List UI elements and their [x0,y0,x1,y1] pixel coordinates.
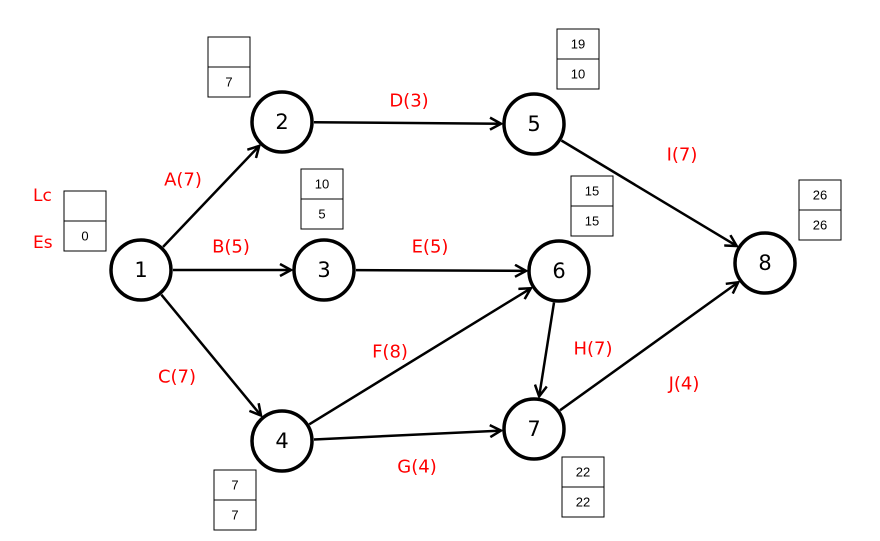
time-box-4-es-value: 7 [231,508,238,523]
node-3-circle [292,238,356,302]
edges-layer [160,122,738,441]
time-box-1-es-value: 0 [81,229,88,244]
time-box-4-lc-cell [213,469,257,501]
node-7-circle [502,397,566,461]
time-box-8-lc-cell [798,179,842,211]
time-box-3-lc-value: 10 [315,177,329,192]
edge-2-5-arrow [313,122,501,123]
time-box-8-es-cell [798,209,842,241]
time-box-3: 10 5 [300,168,344,230]
time-box-6-lc-value: 15 [585,184,599,199]
node-1: 1 [109,238,173,302]
node-3-label: 3 [317,258,330,282]
edge-label-1-2: A(7) [164,170,202,191]
nodes-layer: 1 2 3 4 5 6 7 8 [109,90,797,473]
time-box-2-es-cell [207,66,251,98]
node-4-circle [250,409,314,473]
time-box-8-es-value: 26 [813,218,827,233]
time-box-4-lc-value: 7 [231,478,238,493]
node-4: 4 [250,409,314,473]
edge-label-7-8: J(4) [668,374,700,395]
time-box-7: 22 22 [561,456,605,518]
time-box-2-es-value: 7 [225,75,232,90]
time-box-2: 7 [207,36,251,98]
node-4-label: 4 [275,429,288,453]
edge-4-6-arrow [308,288,531,426]
node-5-label: 5 [527,112,540,136]
time-box-7-es-value: 22 [576,495,590,510]
edge-3-6-arrow [355,270,526,271]
node-3: 3 [292,238,356,302]
edge-label-4-6: F(8) [372,342,408,363]
edge-label-2-5: D(3) [389,91,428,112]
time-box-4-es-cell [213,499,257,531]
legend: Lc Es [33,186,53,253]
time-box-7-es-cell [561,486,605,518]
node-1-circle [109,238,173,302]
time-box-3-es-value: 5 [318,207,325,222]
time-box-7-lc-value: 22 [576,465,590,480]
time-box-5-lc-cell [556,28,600,60]
time-box-1-lc-cell [63,190,107,222]
node-7-label: 7 [527,417,540,441]
node-6: 6 [527,239,591,303]
node-2-label: 2 [275,110,288,134]
edge-labels-layer: A(7) B(5) C(7) D(3) E(5) F(8) G(4) H(7) I(7) J(4) [158,91,699,478]
time-box-3-lc-cell [300,168,344,200]
edge-label-5-8: I(7) [667,145,698,166]
time-box-8-lc-value: 26 [813,188,827,203]
legend-es-label: Es [33,233,53,253]
time-box-7-lc-cell [561,456,605,488]
edge-1-2-arrow [162,146,259,248]
time-box-6-es-value: 15 [585,214,599,229]
node-2-circle [250,90,314,154]
node-2: 2 [250,90,314,154]
time-box-5-es-value: 10 [571,67,585,82]
node-8: 8 [733,231,797,295]
node-7: 7 [502,397,566,461]
time-box-2-lc-cell [207,36,251,68]
edge-label-1-4: C(7) [158,367,196,388]
time-box-8: 26 26 [798,179,842,241]
time-box-3-es-cell [300,198,344,230]
time-box-5-lc-value: 19 [571,37,585,52]
edge-label-4-7: G(4) [397,457,436,478]
node-1-label: 1 [134,258,147,282]
node-8-circle [733,231,797,295]
edge-6-7-arrow [539,302,556,397]
edge-label-1-3: B(5) [212,237,250,258]
edge-7-8-arrow [559,282,738,412]
edge-1-4-arrow [160,293,261,416]
node-8-label: 8 [758,251,771,275]
node-6-label: 6 [552,259,565,283]
time-box-1: 0 [63,190,107,252]
time-box-1-es-cell [63,220,107,252]
time-box-4: 77 [213,469,257,531]
time-box-6-es-cell [570,205,614,237]
node-5: 5 [502,92,566,156]
time-box-5-es-cell [556,58,600,90]
edge-label-3-6: E(5) [412,237,449,258]
legend-lc-label: Lc [33,186,52,206]
edge-4-7-arrow [313,431,501,441]
edge-label-6-7: H(7) [573,339,612,360]
edge-5-8-arrow [560,139,736,245]
node-6-circle [527,239,591,303]
node-5-circle [502,92,566,156]
